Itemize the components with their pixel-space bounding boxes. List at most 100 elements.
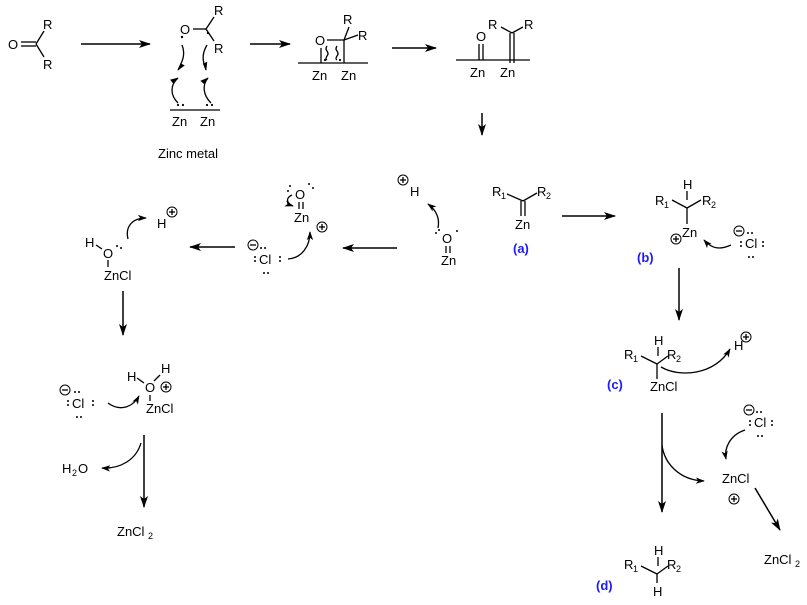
atom-zncl: ZnCl [650,379,678,394]
electron-pushing-arrow [287,231,314,260]
negative-charge [247,239,259,251]
label-a: (a) [513,241,529,256]
electron-pushing-arrow [660,348,731,374]
atom-cl: Cl [745,236,757,251]
ZnO-cation: O Zn Cl [247,183,328,274]
negative-charge [733,225,745,237]
svg-text:2: 2 [676,564,681,574]
atom-r: R [488,17,497,32]
atom-zncl: ZnCl [722,471,750,486]
atom-h: H [410,184,419,199]
bond [136,377,145,384]
atom-r: R [43,57,52,72]
svg-text:2: 2 [711,200,716,210]
svg-text:2: 2 [148,531,153,541]
atom-cl: Cl [72,396,84,411]
atom-h: H [127,369,136,384]
positive-charge [728,493,740,505]
svg-text:1: 1 [633,354,638,364]
atom-r: R [214,41,223,56]
fishhook-arrow [202,44,208,71]
atom-h: H [157,216,166,231]
positive-charge [316,221,328,233]
atom-h: H [85,235,94,250]
atom-o: O [476,29,486,44]
bond [95,244,103,250]
fishhook-arrow [177,44,185,71]
electron-pushing-arrow [427,203,440,229]
atom-o: O [145,380,155,395]
negative-charge [743,404,755,416]
bond [686,199,702,209]
zinc-metal-caption: Zinc metal [158,146,218,161]
svg-text:ZnCl: ZnCl [117,524,145,539]
atom-cl: Cl [754,415,766,430]
atom-h: H [654,333,663,348]
zinc-chloride-product-right: ZnCl 2 [764,552,800,569]
bond [671,199,688,209]
HO-ZnCl: H O ZnCl H [85,206,178,283]
svg-text:1: 1 [664,200,669,210]
atom-h: H [683,177,692,192]
bond [35,43,45,58]
atom-r1: R [624,557,633,572]
svg-text:O: O [78,461,88,476]
atom-zncl: ZnCl [104,268,132,283]
label-d: (d) [596,578,613,593]
bond [500,26,513,34]
positive-charge [397,174,409,186]
svg-text:2: 2 [546,191,551,201]
bond [522,192,538,202]
svg-text:2: 2 [72,468,77,478]
bond [511,26,524,34]
atom-r1: R [655,193,664,208]
atom-o: O [180,22,190,37]
intermediate-b: H R 1 R 2 Zn Cl (b) [637,177,764,265]
svg-text:1: 1 [633,564,638,574]
atom-zn: Zn [341,68,356,83]
atom-cl: Cl [259,252,271,267]
atom-o: O [8,37,18,52]
bond [506,193,524,202]
bond [205,28,215,42]
bond [205,16,215,30]
atom-o: O [442,231,452,246]
atom-o: O [295,187,305,202]
zinc-oxide-zinc-carbenoid: O R R Zn Zn [456,17,533,80]
atom-zn: Zn [682,225,697,240]
bond [343,26,350,41]
chloride-ion: Cl [743,404,773,437]
atom-zn: Zn [172,114,187,129]
bond [640,565,658,575]
atom-zn: Zn [515,217,530,232]
svg-text:ZnCl: ZnCl [764,552,792,567]
atom-h: H [654,543,663,558]
wavy-bond [335,45,339,61]
label-c: (c) [607,377,623,392]
atom-r1: R [624,347,633,362]
radical-electron [206,31,210,35]
bond [35,30,45,45]
bond [656,565,669,575]
svg-text:H: H [62,461,71,476]
zinc-oxide-protonation: H O Zn [397,174,458,268]
atom-zn: Zn [294,210,309,225]
fishhook-arrow [169,77,179,104]
zinc-chloride-product-left: ZnCl 2 [117,524,153,541]
electron-pushing-arrow [107,395,140,409]
atom-zncl: ZnCl [146,401,174,416]
ketone: O R R [8,17,52,72]
H2O-ZnCl-cation: H H O ZnCl Cl [59,361,174,418]
atom-r2: R [702,193,711,208]
curved-arrow [101,442,142,472]
electron-pushing-arrow [126,214,147,240]
atom-h: H [161,361,170,376]
radical-electron [180,35,184,39]
curved-arrow [661,444,705,484]
atom-zn: Zn [200,114,215,129]
zinc-surface-radical-complex: O R R Zn Zn Zinc metal [158,3,223,161]
bond [153,374,161,382]
atom-r2: R [537,184,546,199]
atom-r: R [214,3,223,18]
atom-zn: Zn [441,253,456,268]
